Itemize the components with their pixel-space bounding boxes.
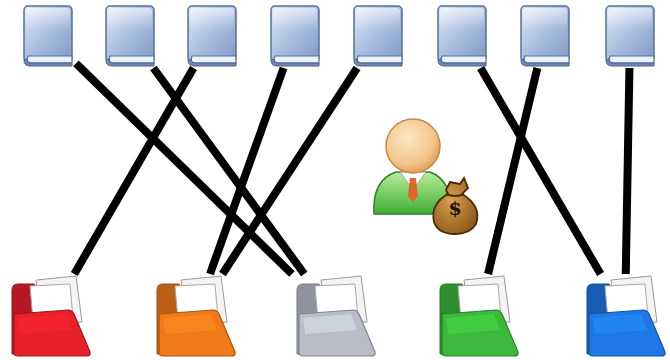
book-node — [102, 4, 158, 68]
connector-line — [488, 68, 537, 274]
connector-line — [481, 68, 601, 274]
folder-node — [6, 274, 94, 358]
book-icon — [184, 4, 240, 68]
book-node — [602, 4, 658, 68]
book-shine — [26, 8, 70, 30]
book-pages — [109, 56, 154, 63]
folder-shine — [303, 314, 357, 334]
book-pages — [524, 56, 569, 63]
book-shine — [440, 8, 484, 30]
book-shine — [108, 8, 152, 30]
folder-icon — [434, 274, 522, 358]
connector-line — [74, 68, 193, 274]
book-pages — [609, 56, 654, 63]
connector-line — [222, 68, 357, 274]
book-node — [517, 4, 573, 68]
money-bag — [433, 178, 477, 234]
book-back — [24, 59, 72, 66]
book-pages — [27, 56, 72, 63]
folder-icon — [151, 274, 239, 358]
book-pages — [357, 56, 402, 63]
book-back — [188, 59, 236, 66]
person-head — [386, 119, 440, 173]
connector-line — [626, 68, 630, 274]
book-icon — [20, 4, 76, 68]
folder-front — [159, 310, 235, 356]
connector-line — [76, 63, 292, 274]
book-cover — [271, 6, 319, 62]
folder-node — [434, 274, 522, 358]
folder-node — [151, 274, 239, 358]
folder-icon — [581, 274, 669, 358]
book-shine — [523, 8, 567, 30]
book-back — [521, 59, 569, 66]
folder-icon — [291, 274, 379, 358]
book-icon — [350, 4, 406, 68]
book-cover — [438, 6, 486, 62]
book-node — [350, 4, 406, 68]
book-shine — [608, 8, 652, 30]
book-back — [606, 59, 654, 66]
book-icon — [102, 4, 158, 68]
bag-tie — [446, 194, 464, 196]
book-pages — [441, 56, 486, 63]
book-back — [354, 59, 402, 66]
book-cover — [354, 6, 402, 62]
book-node — [434, 4, 490, 68]
book-cover — [521, 6, 569, 62]
book-back — [106, 59, 154, 66]
book-icon — [517, 4, 573, 68]
folder-icon — [6, 274, 94, 358]
folder-shine — [163, 314, 217, 334]
currency-symbol: $ — [441, 197, 469, 219]
folder-node — [291, 274, 379, 358]
book-node — [20, 4, 76, 68]
book-shine — [190, 8, 234, 30]
book-icon — [602, 4, 658, 68]
folder-front — [589, 310, 665, 356]
person-with-money-icon — [374, 119, 478, 234]
folder-shine — [593, 314, 647, 334]
book-pages — [274, 56, 319, 63]
book-back — [438, 59, 486, 66]
folder-front — [299, 310, 375, 356]
folder-front — [442, 310, 518, 356]
book-cover — [106, 6, 154, 62]
book-cover — [24, 6, 72, 62]
book-shine — [273, 8, 317, 30]
book-icon — [434, 4, 490, 68]
folder-shine — [446, 314, 500, 334]
folder-front — [14, 310, 90, 356]
book-cover — [188, 6, 236, 62]
person-tie — [408, 178, 418, 202]
book-pages — [191, 56, 236, 63]
book-back — [271, 59, 319, 66]
book-node — [184, 4, 240, 68]
book-icon — [267, 4, 323, 68]
folder-node — [581, 274, 669, 358]
book-shine — [356, 8, 400, 30]
folder-shine — [18, 314, 72, 334]
book-cover — [606, 6, 654, 62]
book-node — [267, 4, 323, 68]
